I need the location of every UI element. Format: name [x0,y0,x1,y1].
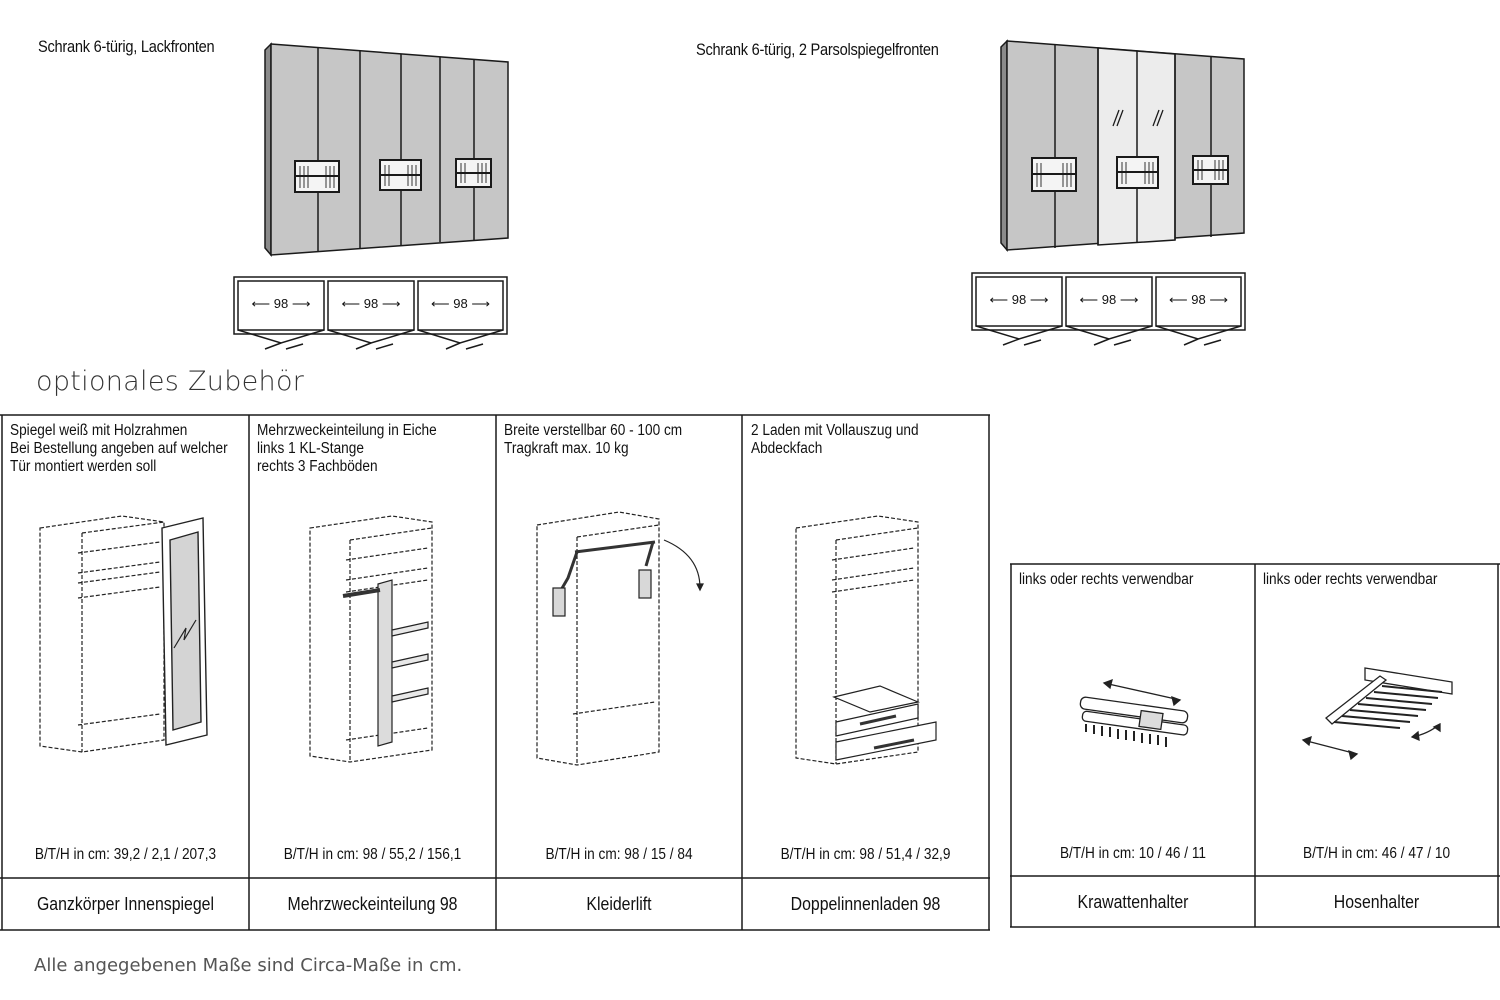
wardrobe-right-mirrors [1031,155,1229,192]
accessory-desc: links oder rechts verwendbar [1263,571,1437,589]
wardrobe-left-label: Schrank 6-türig, Lackfronten [38,37,215,56]
plan-width-left-1: ⟵ 98 ⟶ [251,296,311,311]
accessory-name: Hosenhalter [1333,892,1420,912]
desc-line: Tragkraft max. 10 kg [504,440,629,457]
plan-width-value: 98 [1191,292,1206,307]
accessory-dims: B/T/H in cm: 98 / 55,2 / 156,1 [283,846,462,863]
wardrobe-left-front [264,42,509,258]
wardrobe-left-mirrors [294,158,492,193]
desc-line: 2 Laden mit Vollauszug und [751,422,919,439]
accessory-desc: Spiegel weiß mit Holzrahmen Bei Bestellu… [10,422,228,476]
illustration-krawattenhalter [1079,678,1189,747]
accessory-dims: B/T/H in cm: 98 / 51,4 / 32,9 [780,846,951,863]
desc-line: Breite verstellbar 60 - 100 cm [504,422,683,439]
wardrobe-drawings [233,39,1246,350]
desc-line: Spiegel weiß mit Holzrahmen [10,422,188,439]
desc-line: rechts 3 Fachböden [257,458,378,475]
section-title: optionales Zubehör [36,366,305,397]
desc-line: Bei Bestellung angeben auf welcher [10,440,228,457]
accessory-desc: links oder rechts verwendbar [1019,571,1193,589]
accessory-dims: B/T/H in cm: 10 / 46 / 11 [1059,845,1207,862]
accessory-dims: B/T/H in cm: 98 / 15 / 84 [545,846,693,863]
plan-width-value: 98 [273,296,289,311]
accessory-desc: Breite verstellbar 60 - 100 cm Tragkraft… [504,422,682,458]
accessory-dims: B/T/H in cm: 39,2 / 2,1 / 207,3 [34,846,217,863]
accessory-name: Kleiderlift [586,894,652,914]
plan-width-right-3: ⟵ 98 ⟶ [1169,292,1228,307]
wardrobe-right-plan [971,272,1246,346]
plan-width-value: 98 [363,296,379,311]
footnote: Alle angegebenen Maße sind Circa-Maße in… [34,955,463,976]
accessory-desc: Mehrzweckeinteilung in Eiche links 1 KL-… [257,422,437,476]
desc-line: Tür montiert werden soll [10,458,157,475]
wardrobe-right-label: Schrank 6-türig, 2 Parsolspiegelfronten [696,40,939,59]
desc-line: links oder rechts verwendbar [1263,571,1438,588]
desc-line: Mehrzweckeinteilung in Eiche [257,422,437,439]
desc-line: links 1 KL-Stange [257,440,364,457]
wardrobe-left-plan [233,276,508,350]
plan-width-right-2: ⟵ 98 ⟶ [1079,292,1139,307]
accessory-name: Krawattenhalter [1077,892,1189,912]
illustration-hosenhalter [1301,667,1453,761]
accessory-dims: B/T/H in cm: 46 / 47 / 10 [1302,845,1451,862]
accessory-name: Mehrzweckeinteilung 98 [287,894,458,914]
accessory-desc: 2 Laden mit Vollauszug und Abdeckfach [751,422,919,458]
illustration-mehrzweck [309,515,433,763]
plan-width-value: 98 [1101,292,1117,307]
accessory-name: Ganzkörper Innenspiegel [36,894,214,914]
illustration-kleiderlift [536,511,704,766]
plan-width-left-2: ⟵ 98 ⟶ [341,296,401,311]
plan-width-right-1: ⟵ 98 ⟶ [989,292,1049,307]
plan-width-value: 98 [1011,292,1027,307]
accessory-name: Doppelinnenladen 98 [790,894,941,914]
wardrobe-right-front [1000,39,1245,253]
illustration-mirror-door [161,517,208,746]
plan-width-value: 98 [453,296,468,311]
illustration-doppelinnenladen [795,515,937,765]
mirror-hatch-marks [1112,109,1164,127]
desc-line: Abdeckfach [751,440,823,457]
illustration-innenspiegel [39,515,165,753]
desc-line: links oder rechts verwendbar [1019,571,1194,588]
plan-width-left-3: ⟵ 98 ⟶ [431,296,490,311]
